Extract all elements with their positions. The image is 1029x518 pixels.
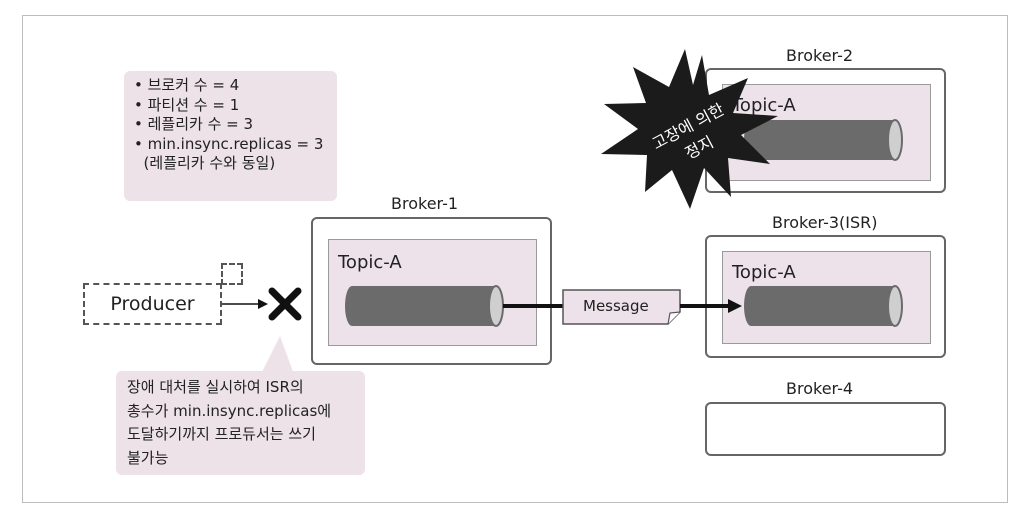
note-line-broker-count: • 브로커 수 = 4 [134, 76, 240, 94]
warning-callout-pointer [258, 336, 296, 380]
broker-4 [705, 402, 946, 456]
warning-line-2: 총수가 min.insync.replicas에 [127, 401, 332, 420]
failure-burst-icon [601, 49, 778, 209]
broker-2-partition-cylinder [744, 119, 903, 161]
broker-4-label: Broker-4 [786, 379, 854, 398]
warning-note: 장애 대처를 실시하여 ISR의 총수가 min.insync.replicas… [116, 371, 365, 475]
diagram-frame [22, 15, 1008, 503]
broker-3-topic-label: Topic-A [732, 262, 796, 283]
broker-1-label: Broker-1 [391, 194, 459, 213]
broker-1-partition-cylinder [345, 285, 504, 327]
message-label: Message [583, 297, 649, 315]
broker-2-label: Broker-2 [786, 46, 854, 65]
warning-line-4: 불가능 [127, 448, 169, 467]
broker-3-partition-cylinder [744, 285, 903, 327]
producer-label: Producer [110, 293, 195, 315]
note-line-min-insync: • min.insync.replicas = 3 [134, 134, 324, 153]
note-line-replica-count: • 레플리카 수 = 3 [134, 115, 254, 133]
blocked-cross-icon [268, 287, 302, 321]
replication-arrow-head [728, 299, 742, 313]
note-line-partition-count: • 파티션 수 = 1 [134, 95, 240, 114]
warning-line-1: 장애 대처를 실시하여 ISR의 [127, 378, 304, 396]
producer-dashed-corner [221, 263, 243, 285]
broker-1-topic-label: Topic-A [338, 252, 402, 273]
broker-2-topic-label: Topic-A [732, 95, 796, 116]
note-line-min-insync-detail: (레플리카 수와 동일) [134, 154, 276, 172]
message-card [562, 289, 681, 325]
warning-line-3: 도달하기까지 프로듀서는 쓰기 [127, 425, 316, 443]
producer-arrow-head [258, 299, 268, 309]
broker-3-label: Broker-3(ISR) [772, 213, 878, 232]
producer-box: Producer [83, 283, 222, 325]
settings-note: • 브로커 수 = 4 • 파티션 수 = 1 • 레플리카 수 = 3 • m… [124, 71, 337, 201]
